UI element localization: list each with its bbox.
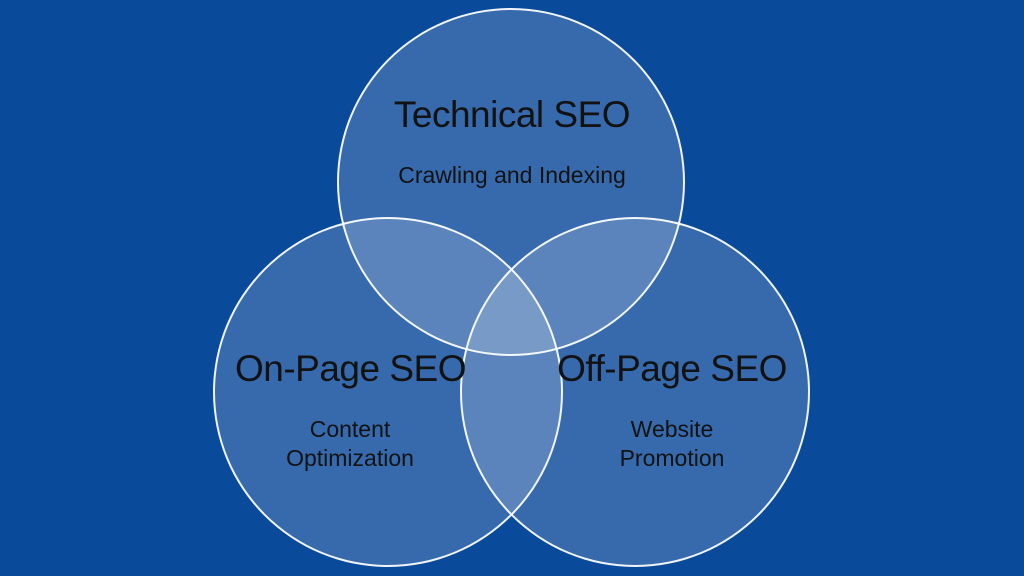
off-page-seo-title: Off-Page SEO xyxy=(557,348,787,389)
technical-seo-subtitle: Crawling and Indexing xyxy=(398,161,626,188)
off-page-seo-subtitle: Website Promotion xyxy=(619,415,725,471)
on-page-seo-subtitle: Content Optimization xyxy=(286,415,414,471)
on-page-seo-label-group: On-Page SEO Content Optimization xyxy=(235,348,467,473)
technical-seo-title: Technical SEO xyxy=(393,94,631,135)
technical-seo-label-group: Technical SEO Crawling and Indexing xyxy=(342,94,682,190)
on-page-seo-title: On-Page SEO xyxy=(235,348,467,389)
off-page-seo-label-group: Off-Page SEO Website Promotion xyxy=(557,348,787,473)
venn-circle-off-page-seo xyxy=(460,217,810,567)
